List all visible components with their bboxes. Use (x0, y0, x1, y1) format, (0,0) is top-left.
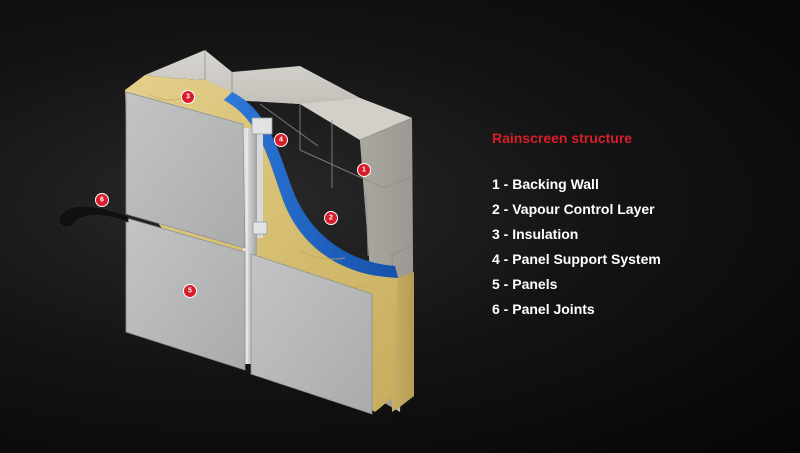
callout-5-label: 5 (188, 288, 192, 295)
panel-joint (58, 205, 129, 228)
callout-6-marker (95, 193, 109, 207)
callout-3-marker (181, 90, 195, 104)
callout-4-label: 4 (279, 137, 283, 144)
legend-item-insulation: 3 - Insulation (492, 226, 579, 242)
legend-title: Rainscreen structure (492, 130, 633, 146)
legend-item-panel-support-system: 4 - Panel Support System (492, 251, 661, 267)
legend-item-backing-wall: 1 - Backing Wall (492, 176, 599, 192)
callout-5-marker (183, 284, 197, 298)
callout-2-marker (324, 211, 338, 225)
panel-support-system (243, 117, 273, 364)
backing-wall-top (145, 50, 360, 104)
legend: Rainscreen structure 1 - Backing Wall 2 … (492, 130, 792, 322)
insulation-side (392, 272, 414, 412)
support-rail-flange (257, 126, 263, 238)
legend-item-panel-joints: 6 - Panel Joints (492, 301, 595, 317)
support-bracket-mid (252, 221, 268, 235)
vapour-control-layer (224, 92, 398, 278)
callout-5: 5 (183, 284, 197, 298)
callout-1-marker (357, 163, 371, 177)
callout-4: 4 (274, 133, 288, 147)
legend-item-vapour-control-layer: 2 - Vapour Control Layer (492, 201, 655, 217)
panel-top-left (125, 91, 246, 249)
legend-list: 1 - Backing Wall 2 - Vapour Control Laye… (492, 172, 792, 322)
callout-6-label: 6 (100, 197, 104, 204)
callout-3-label: 3 (186, 94, 190, 101)
callout-1-label: 1 (362, 167, 366, 174)
legend-item-panels: 5 - Panels (492, 276, 558, 292)
panel-bottom-right (250, 253, 373, 415)
callout-2-label: 2 (329, 215, 333, 222)
callout-4-marker (274, 133, 288, 147)
callout-3: 3 (181, 90, 195, 104)
support-bracket-top (251, 117, 273, 135)
callout-6: 6 (95, 193, 109, 207)
callout-1: 1 (357, 163, 371, 177)
callout-2: 2 (324, 211, 338, 225)
